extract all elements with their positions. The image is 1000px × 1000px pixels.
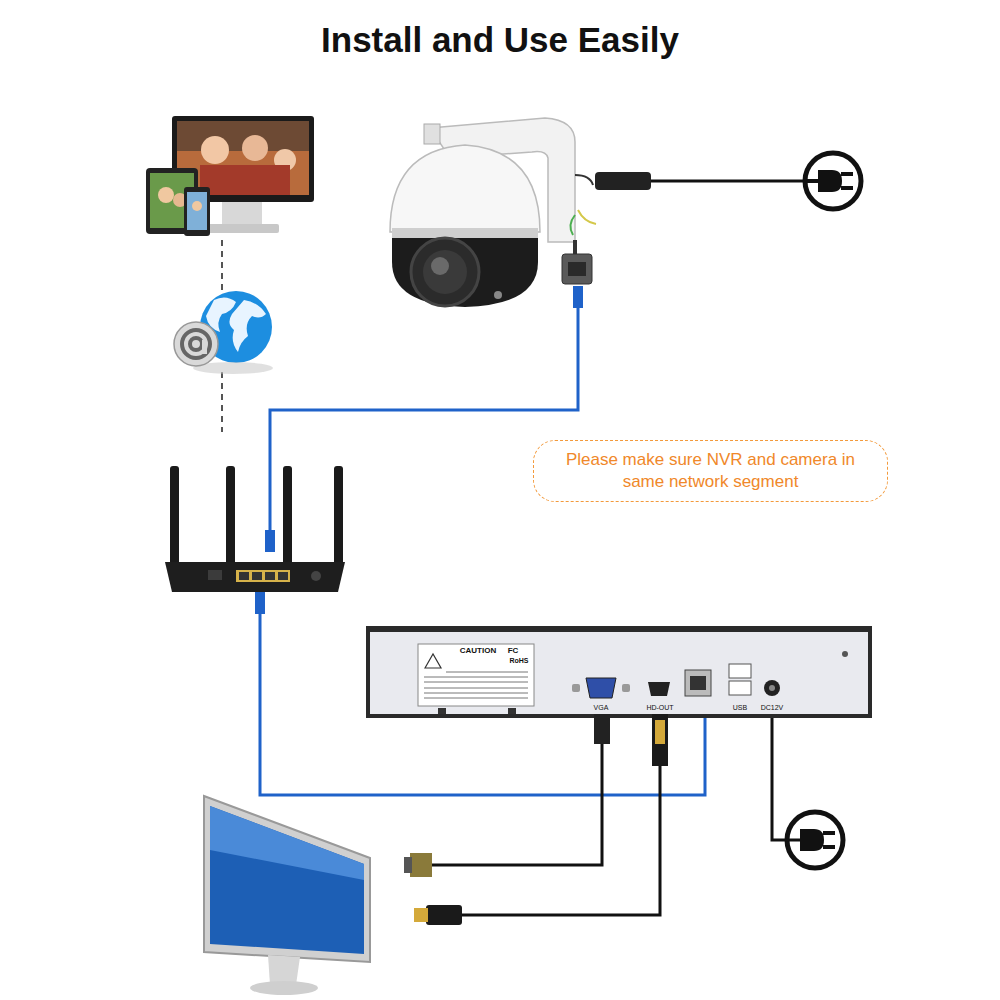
diagram-title: Install and Use Easily <box>0 20 1000 60</box>
power-plug-icon <box>805 153 861 209</box>
note-text: Please make sure NVR and camera in same … <box>548 449 873 493</box>
video-cable <box>404 714 668 925</box>
nvr-recorder <box>366 626 872 718</box>
port-label: USB <box>732 704 748 711</box>
port-label: HD-OUT <box>645 704 674 711</box>
pc-monitor <box>204 796 370 995</box>
note-box: Please make sure NVR and camera in same … <box>533 440 888 502</box>
port-label: VGA <box>593 704 610 711</box>
devices-icon <box>146 116 314 236</box>
caution-mark: CAUTION <box>459 647 497 655</box>
rohs-mark: RoHS <box>508 657 529 664</box>
port-label: DC12V <box>760 704 785 711</box>
internet-icon <box>174 240 273 432</box>
router <box>165 466 345 592</box>
power-plug-icon <box>772 716 843 868</box>
fc-mark: FC <box>507 647 520 655</box>
ptz-camera <box>390 118 806 307</box>
network-cable <box>255 286 710 795</box>
